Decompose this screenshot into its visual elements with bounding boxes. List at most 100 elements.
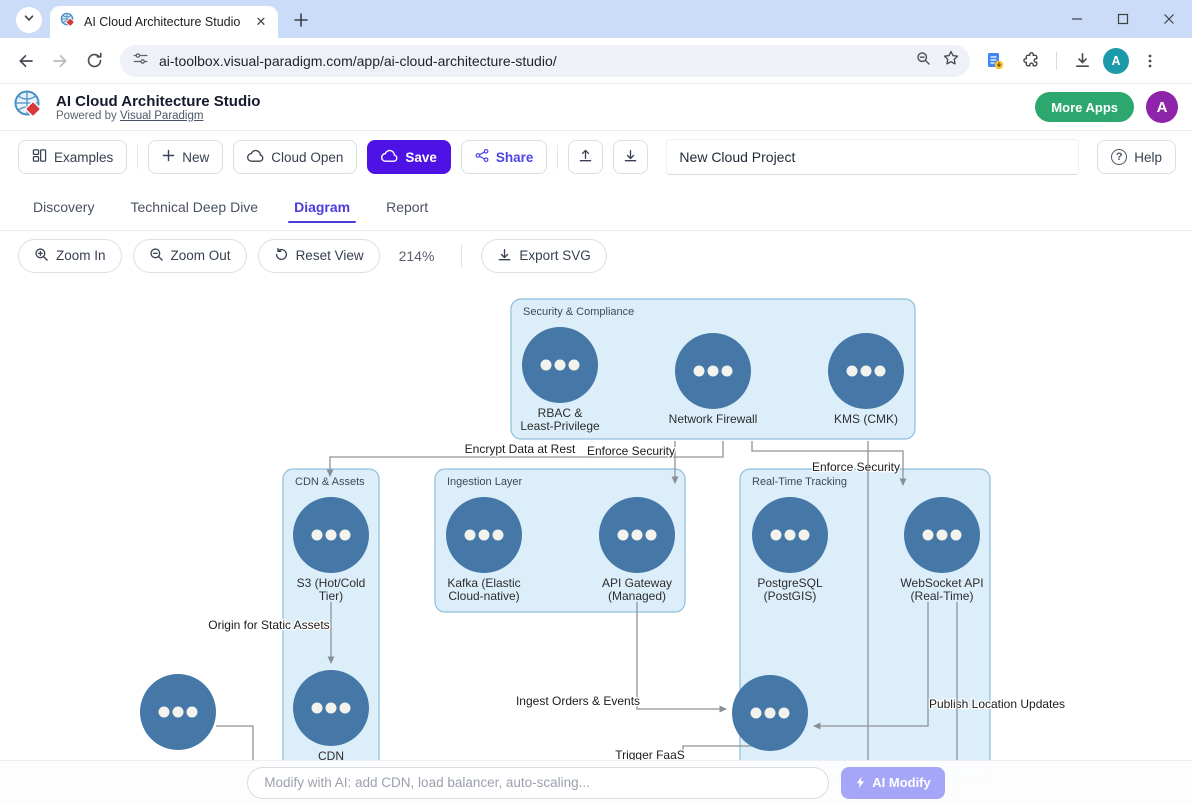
app-title: AI Cloud Architecture Studio (56, 93, 260, 110)
plus-icon (162, 149, 175, 165)
window-controls (1054, 0, 1192, 38)
page-zoom-icon[interactable] (915, 50, 932, 72)
node-label-s3-hot-cold: S3 (Hot/Cold (297, 576, 366, 590)
node-label-rbac-least-privilege: Least-Privilege (520, 419, 600, 433)
zoom-out-button[interactable]: Zoom Out (133, 239, 247, 273)
browser-toolbar: ai-toolbox.visual-paradigm.com/app/ai-cl… (0, 38, 1192, 84)
edge-label-enforce-security-api: Enforce Security (587, 444, 675, 458)
page-tabs: Discovery Technical Deep Dive Diagram Re… (0, 183, 1192, 231)
zoom-in-icon (34, 247, 49, 265)
examples-grid-icon (32, 148, 47, 166)
cloud-save-icon (381, 149, 398, 166)
share-button[interactable]: Share (461, 140, 548, 174)
browser-tab[interactable]: AI Cloud Architecture Studio ✕ (50, 6, 278, 38)
group-label-real-time-tracking: Real-Time Tracking (752, 476, 847, 488)
bolt-icon (855, 776, 866, 789)
help-icon: ? (1111, 149, 1127, 165)
new-button[interactable]: New (148, 140, 223, 174)
download-icon (623, 148, 638, 166)
upload-icon (578, 148, 593, 166)
visual-paradigm-link[interactable]: Visual Paradigm (120, 110, 204, 122)
edge-label-enforce-security-ws: Enforce Security (812, 460, 900, 474)
browser-actions: A (980, 46, 1165, 76)
forward-button[interactable] (44, 45, 76, 77)
browser-menu-icon[interactable] (1135, 46, 1165, 76)
zoom-out-icon (149, 247, 164, 265)
node-label-kafka: Cloud-native) (448, 589, 519, 603)
ai-prompt-input[interactable] (247, 767, 829, 799)
tab-title: AI Cloud Architecture Studio (84, 15, 244, 29)
reset-view-icon (274, 247, 289, 265)
close-button[interactable] (1146, 0, 1192, 38)
bookmark-star-icon[interactable] (942, 49, 960, 72)
back-button[interactable] (10, 45, 42, 77)
node-label-kafka: Kafka (Elastic (447, 576, 520, 590)
diagram-canvas-svg: Security & ComplianceCDN & AssetsIngesti… (0, 280, 1192, 804)
app-logo (12, 88, 46, 127)
user-avatar[interactable]: A (1146, 91, 1178, 123)
divider (137, 145, 138, 169)
zoom-level: 214% (399, 248, 435, 264)
maximize-button[interactable] (1100, 0, 1146, 38)
download-button[interactable] (613, 140, 648, 174)
tab-report[interactable]: Report (386, 183, 428, 230)
node-label-kms-cmk: KMS (CMK) (834, 412, 898, 426)
node-bottom-service[interactable] (732, 675, 808, 751)
edge-label-ingest-orders-events: Ingest Orders & Events (516, 694, 640, 708)
reset-view-button[interactable]: Reset View (258, 239, 380, 273)
project-name-input[interactable] (666, 139, 1079, 175)
edge-ingest-orders-events (637, 602, 726, 709)
app-title-block: AI Cloud Architecture Studio Powered by … (56, 93, 260, 122)
group-label-cdn-assets: CDN & Assets (295, 476, 365, 488)
node-kms-cmk[interactable]: KMS (CMK) (828, 333, 904, 426)
node-websocket-api[interactable]: WebSocket API(Real-Time) (900, 497, 983, 603)
node-api-gateway[interactable]: API Gateway(Managed) (599, 497, 675, 603)
divider (557, 145, 558, 169)
node-label-s3-hot-cold: Tier) (319, 589, 343, 603)
export-icon (497, 247, 512, 265)
divider (1056, 52, 1057, 70)
browser-profile-avatar[interactable]: A (1103, 48, 1129, 74)
zoom-in-button[interactable]: Zoom In (18, 239, 122, 273)
tab-diagram[interactable]: Diagram (294, 183, 350, 230)
node-label-postgresql-postgis: (PostGIS) (764, 589, 817, 603)
node-label-api-gateway: API Gateway (602, 576, 672, 590)
tab-close-icon[interactable]: ✕ (252, 13, 270, 31)
save-button[interactable]: Save (367, 140, 451, 174)
app-header: AI Cloud Architecture Studio Powered by … (0, 84, 1192, 131)
cloud-open-button[interactable]: Cloud Open (233, 140, 357, 174)
url-text[interactable]: ai-toolbox.visual-paradigm.com/app/ai-cl… (159, 53, 905, 69)
project-toolbar: Examples New Cloud Open Save (0, 131, 1192, 183)
node-postgresql-postgis[interactable]: PostgreSQL(PostGIS) (752, 497, 828, 603)
extensions-puzzle-icon[interactable] (1016, 46, 1046, 76)
export-svg-button[interactable]: Export SVG (481, 239, 606, 273)
favicon-icon (60, 12, 76, 33)
chevron-down-icon (23, 11, 35, 29)
node-label-network-firewall: Network Firewall (669, 412, 758, 426)
node-label-websocket-api: (Real-Time) (911, 589, 974, 603)
new-tab-button[interactable] (288, 7, 314, 33)
ai-modify-bar: AI Modify (0, 760, 1192, 804)
url-bar[interactable]: ai-toolbox.visual-paradigm.com/app/ai-cl… (120, 45, 970, 77)
help-button[interactable]: ? Help (1097, 140, 1176, 174)
node-client[interactable] (140, 674, 216, 750)
edge-label-origin-static-assets: Origin for Static Assets (208, 618, 329, 632)
node-kafka[interactable]: Kafka (ElasticCloud-native) (446, 497, 522, 603)
node-s3-hot-cold[interactable]: S3 (Hot/ColdTier) (293, 497, 369, 603)
site-settings-icon[interactable] (132, 50, 149, 72)
more-apps-button[interactable]: More Apps (1035, 92, 1134, 122)
upload-button[interactable] (568, 140, 603, 174)
ai-modify-button[interactable]: AI Modify (841, 767, 945, 799)
minimize-button[interactable] (1054, 0, 1100, 38)
edge-label-encrypt-data-at-rest: Encrypt Data at Rest (465, 442, 576, 456)
reload-button[interactable] (78, 45, 110, 77)
downloads-icon[interactable] (1067, 46, 1097, 76)
tab-search-button[interactable] (16, 7, 42, 33)
google-docs-icon[interactable] (980, 46, 1010, 76)
tab-discovery[interactable]: Discovery (33, 183, 94, 230)
examples-button[interactable]: Examples (18, 140, 127, 174)
powered-by: Powered by Visual Paradigm (56, 110, 260, 122)
tab-technical-deep-dive[interactable]: Technical Deep Dive (130, 183, 258, 230)
diagram-canvas[interactable]: Security & ComplianceCDN & AssetsIngesti… (0, 280, 1192, 804)
